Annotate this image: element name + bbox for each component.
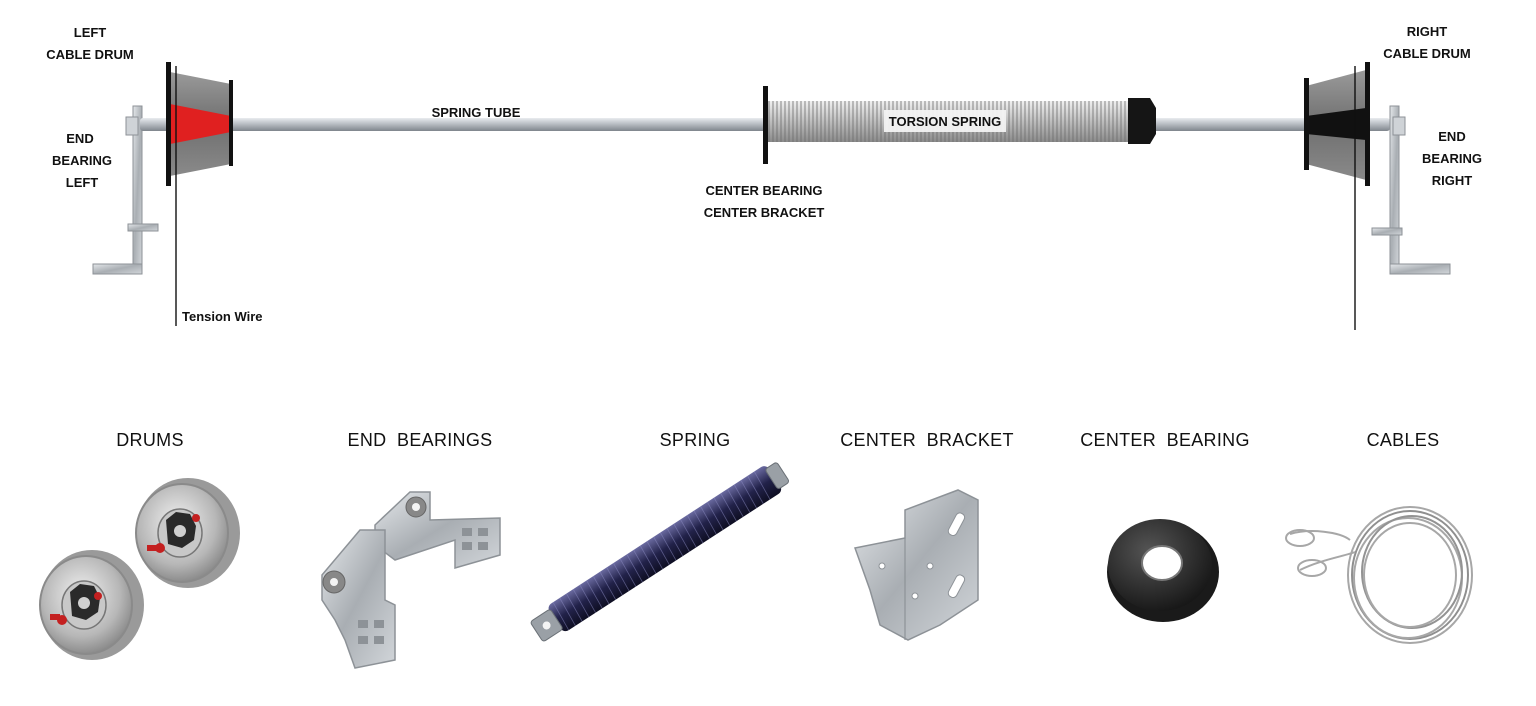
right-cable-drum <box>1304 62 1370 186</box>
label-tension-wire: Tension Wire <box>182 309 263 324</box>
label-end-bearing-left-line1: END <box>66 131 93 146</box>
label-center-bracket: CENTER BRACKET <box>704 205 825 220</box>
part-label-spring: SPRING <box>660 430 731 450</box>
part-label-center-bracket: CENTER BRACKET <box>840 430 1014 450</box>
center-bearing-plate <box>763 86 768 164</box>
torsion-spring-icon <box>530 462 790 642</box>
part-label-drums: DRUMS <box>116 430 184 450</box>
part-label-center-bearing: CENTER BEARING <box>1080 430 1250 450</box>
label-end-bearing-right-line2: BEARING <box>1422 151 1482 166</box>
label-end-bearing-left-line3: LEFT <box>66 175 99 190</box>
label-end-bearing-left-line2: BEARING <box>52 153 112 168</box>
label-spring-tube: SPRING TUBE <box>432 105 521 120</box>
label-end-bearing-right-line1: END <box>1438 129 1465 144</box>
label-right-drum-line2: CABLE DRUM <box>1383 46 1470 61</box>
center-bracket-icon <box>854 489 979 641</box>
label-center-bearing: CENTER BEARING <box>705 183 822 198</box>
label-torsion-spring: TORSION SPRING <box>889 114 1001 129</box>
end-bearing-right-bracket <box>1371 105 1451 275</box>
cable-drums-icon <box>39 478 240 660</box>
label-left-drum-line2: CABLE DRUM <box>46 47 133 62</box>
part-label-cables: CABLES <box>1367 430 1440 450</box>
label-right-drum-line1: RIGHT <box>1407 24 1448 39</box>
left-cable-drum <box>166 62 233 186</box>
end-bearing-brackets-icon <box>321 491 501 669</box>
label-end-bearing-right-line3: RIGHT <box>1432 173 1473 188</box>
part-label-end-bearings: END BEARINGS <box>348 430 493 450</box>
label-left-drum-line1: LEFT <box>74 25 107 40</box>
center-bearing-icon <box>1107 519 1219 622</box>
end-bearing-left-bracket <box>92 105 159 275</box>
torsion-spring <box>768 98 1156 144</box>
cable-coil-icon <box>1285 506 1473 644</box>
